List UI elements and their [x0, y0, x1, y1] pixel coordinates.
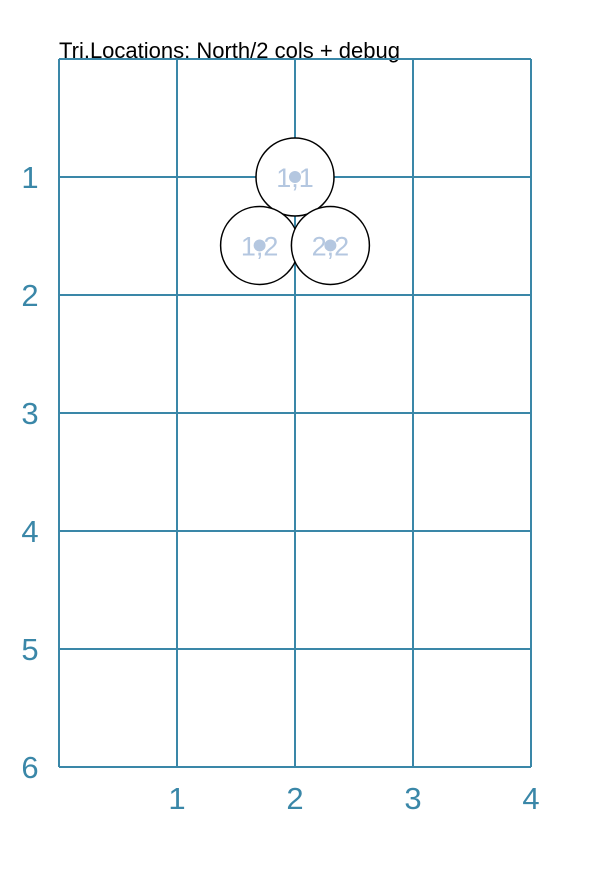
y-axis-label: 3 [21, 396, 38, 431]
location-group: 2,2 [290, 205, 371, 286]
x-axis-label: 3 [404, 781, 421, 816]
x-axis-label: 1 [168, 781, 185, 816]
debug-center-dot [324, 239, 337, 252]
location-group: 1,2 [219, 205, 300, 286]
x-axis-labels: 1 2 3 4 [168, 781, 539, 816]
x-axis-label: 2 [286, 781, 303, 816]
y-axis-label: 4 [21, 514, 38, 549]
x-axis-label: 4 [522, 781, 539, 816]
debug-center-dot [289, 171, 301, 183]
location-group: 1,1 [255, 137, 335, 217]
y-axis-label: 5 [21, 632, 38, 667]
location-circles: 1,11,22,2 [219, 137, 371, 286]
y-axis-label: 6 [21, 750, 38, 785]
debug-center-dot [253, 239, 266, 252]
y-axis-label: 1 [21, 160, 38, 195]
y-axis-labels: 1 2 3 4 5 6 [21, 160, 38, 785]
y-axis-label: 2 [21, 278, 38, 313]
